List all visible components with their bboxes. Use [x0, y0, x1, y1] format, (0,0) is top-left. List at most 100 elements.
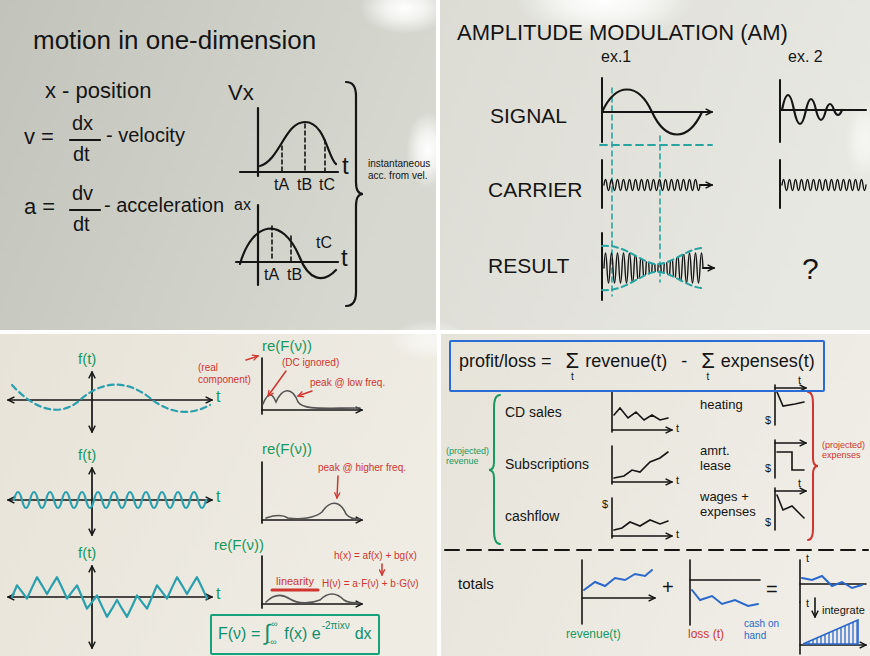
- time-marker: [282, 124, 325, 171]
- board-panel: [440, 0, 870, 330]
- axis-label: t: [216, 388, 220, 406]
- motion-sketch: [70, 82, 363, 306]
- row-label: SIGNAL: [490, 104, 567, 128]
- axis-label: t: [342, 152, 349, 180]
- modulated-wave: [604, 253, 703, 283]
- example-label: ex.1: [601, 48, 631, 66]
- axis-label: revenue(t): [566, 628, 621, 642]
- tick-label: tB: [297, 176, 312, 194]
- fraction-part: dt: [73, 213, 90, 236]
- graph-axis: [582, 597, 655, 599]
- formula-text: revenue(t): [585, 352, 667, 370]
- curly-brace: [346, 82, 363, 306]
- graph-axis: [774, 440, 776, 478]
- axis-label: f(t): [78, 446, 96, 463]
- graph-axis: [261, 358, 263, 414]
- row-label: totals: [458, 575, 494, 592]
- row-label: CD sales: [505, 404, 562, 420]
- spectrum-curve: [263, 391, 360, 408]
- data-line: [777, 452, 804, 470]
- fraction-part: dv: [72, 182, 93, 205]
- formula-term: a =: [24, 194, 55, 219]
- axis-label: $: [765, 414, 771, 427]
- graph-axis: [8, 399, 212, 401]
- combined-wave: [12, 577, 207, 617]
- graph-axis: [611, 392, 613, 432]
- row-label: RESULT: [488, 254, 569, 278]
- revenue-line: [584, 570, 652, 590]
- axis-label: t: [341, 244, 348, 272]
- definition: - acceleration: [104, 194, 224, 217]
- graph-axis: [799, 560, 801, 602]
- formula-text: dx: [355, 626, 372, 642]
- row-label: cashflow: [505, 508, 559, 524]
- graph-axis: [775, 387, 806, 389]
- board-panel: [0, 334, 437, 656]
- board-panel: [441, 334, 870, 656]
- data-line: [777, 392, 804, 406]
- graph-axis: [8, 596, 212, 598]
- axis-label: f(t): [78, 350, 96, 367]
- tick-label: tC: [319, 176, 335, 194]
- board-heading: motion in one-dimension: [33, 26, 316, 56]
- graph-axis: [703, 267, 714, 269]
- axis-label: loss (t): [688, 628, 724, 642]
- operator: =: [766, 578, 778, 601]
- loss-line: [692, 590, 758, 606]
- formula-text: t: [571, 372, 574, 382]
- graph-axis: [611, 446, 613, 484]
- graph-axis: [257, 205, 259, 285]
- formula-text: Σ: [701, 350, 715, 372]
- side-note: instantaneous acc. from vel.: [368, 158, 432, 181]
- axis-label: re(F(ν)): [214, 536, 264, 553]
- graph-axis: [611, 498, 613, 538]
- example-label: ex. 2: [788, 48, 823, 66]
- axis-label: Vx: [228, 80, 254, 105]
- definition: x - position: [45, 78, 151, 103]
- graph-axis: [799, 602, 801, 654]
- formula-text: -: [681, 352, 687, 370]
- graph-axis: [601, 160, 603, 208]
- separator-line: [445, 549, 868, 551]
- row-label: CARRIER: [488, 178, 583, 202]
- graph-axis: [236, 261, 338, 263]
- pointer-arrow: [337, 476, 338, 498]
- annotation: H(ν) = a·F(ν) + b·G(ν): [322, 578, 419, 590]
- tick-label: tA: [274, 176, 289, 194]
- pointer-arrow: [381, 564, 383, 575]
- formula-text: expenses(t): [721, 352, 815, 370]
- axis-label: $: [765, 516, 771, 529]
- graph-axis: [779, 160, 781, 208]
- pointer-arrow: [246, 356, 258, 360]
- annotation: h(x) = af(x) + bg(x): [334, 550, 417, 562]
- integrate-arrow: [814, 598, 816, 617]
- operator: +: [662, 576, 674, 599]
- annotation: (DC ignored): [282, 357, 339, 369]
- axis-label: t: [676, 422, 679, 435]
- carrier-wave: [604, 180, 700, 191]
- fraction-bar: [70, 139, 100, 141]
- axis-label: re(F(ν)): [262, 337, 312, 354]
- offset-line: [600, 144, 712, 146]
- graph-axis: [262, 519, 362, 521]
- bracket-note: (projected) revenue: [446, 446, 490, 467]
- formula-text: -∞: [267, 638, 276, 647]
- spectrum-curve: [266, 503, 360, 519]
- bracket-note: (projected) expenses: [822, 440, 868, 461]
- graph-axis: [240, 171, 338, 173]
- envelope-line: [602, 272, 705, 290]
- question-mark: ?: [802, 252, 819, 287]
- time-marker: [272, 226, 291, 261]
- expense-bracket: [808, 392, 818, 540]
- graph-axis: [262, 603, 362, 605]
- graph-axis: [689, 560, 691, 625]
- profit-sketch: [445, 385, 868, 654]
- formula-text: ∞: [271, 620, 277, 629]
- annotation: peak @ higher freq.: [318, 462, 406, 474]
- data-line: [614, 520, 668, 530]
- linearity-bar: [272, 589, 318, 592]
- row-label: heating: [700, 398, 743, 413]
- formula-text: profit/loss =: [459, 352, 552, 370]
- formula-text: Σ: [566, 350, 580, 372]
